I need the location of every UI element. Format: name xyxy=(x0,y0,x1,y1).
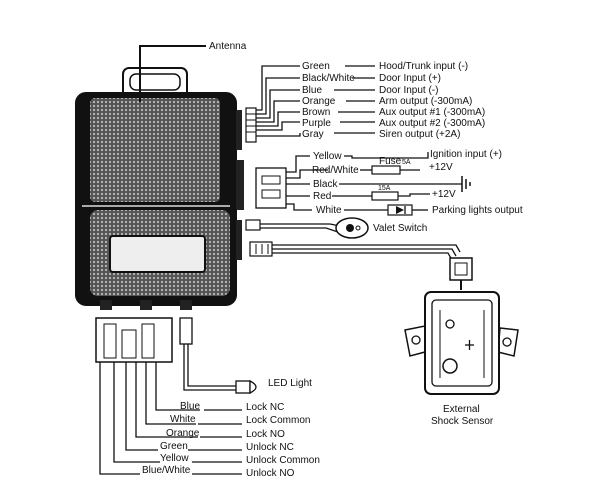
parking-lights-label: Parking lights output xyxy=(432,205,523,216)
lock-harness xyxy=(95,317,242,475)
shock-sensor-label-line1: External xyxy=(443,404,480,415)
fuse-rating-15a: 15A xyxy=(378,185,391,192)
lock-wire-color-blue-white: Blue/White xyxy=(142,465,191,476)
led-light-assembly xyxy=(179,317,257,395)
shock-sensor-harness xyxy=(249,241,473,290)
io-connector xyxy=(245,107,257,143)
antenna-label: Antenna xyxy=(209,41,247,52)
module-label-window xyxy=(109,235,206,273)
shock-sensor-label-line2: Shock Sensor xyxy=(431,416,494,427)
wire-color-white: White xyxy=(316,205,342,216)
valet-switch-label: Valet Switch xyxy=(373,223,427,234)
lock-wire-color-white: White xyxy=(170,414,196,425)
function-lock-common: Lock Common xyxy=(246,415,310,426)
fuse-label: Fuse xyxy=(379,156,402,167)
wire-color-black: Black xyxy=(313,179,338,190)
function-aux-output-2: Aux output #2 (-300mA) xyxy=(379,118,485,129)
function-lock-no: Lock NO xyxy=(246,429,285,440)
function-lock-nc: Lock NC xyxy=(246,402,284,413)
lock-wire-color-green: Green xyxy=(160,441,188,452)
wire-color-black-white: Black/White xyxy=(302,73,355,84)
antenna-wire xyxy=(139,45,206,102)
function-door-input-pos: Door Input (+) xyxy=(379,73,441,84)
fuse-5a xyxy=(371,165,401,175)
wire-color-purple: Purple xyxy=(302,118,331,129)
wire-color-orange: Orange xyxy=(302,96,336,107)
wire-color-green: Green xyxy=(302,61,330,72)
plus-12v-label-b: +12V xyxy=(432,189,456,200)
function-unlock-common: Unlock Common xyxy=(246,455,320,466)
valet-switch-assembly xyxy=(245,217,369,239)
led-light-label: LED Light xyxy=(268,378,312,389)
function-unlock-no: Unlock NO xyxy=(246,468,295,479)
wire-color-gray: Gray xyxy=(302,129,324,140)
lock-wire-color-blue: Blue xyxy=(180,401,200,412)
wire-color-red-white: Red/White xyxy=(312,165,359,176)
wire-color-red: Red xyxy=(313,191,331,202)
power-harness xyxy=(255,152,471,216)
lock-wire-color-yellow: Yellow xyxy=(160,453,189,464)
fuse-rating-5a: 5A xyxy=(402,159,411,166)
power-connector xyxy=(255,167,287,209)
function-siren-output: Siren output (+2A) xyxy=(379,129,460,140)
ignition-input-label: Ignition input (+) xyxy=(430,149,502,160)
fuse-15a xyxy=(371,191,399,201)
function-unlock-nc: Unlock NC xyxy=(246,442,294,453)
input-output-harness xyxy=(245,65,375,143)
wire-color-yellow: Yellow xyxy=(313,151,342,162)
alarm-module xyxy=(75,67,244,310)
wire-color-brown: Brown xyxy=(302,107,330,118)
function-aux-output-1: Aux output #1 (-300mA) xyxy=(379,107,485,118)
function-hood-trunk: Hood/Trunk input (-) xyxy=(379,61,468,72)
wire-color-blue: Blue xyxy=(302,85,322,96)
function-arm-output: Arm output (-300mA) xyxy=(379,96,472,107)
lock-wire-color-orange: Orange xyxy=(166,428,200,439)
led-light-icon xyxy=(235,380,251,394)
module-grille-top xyxy=(90,98,220,202)
plus-12v-label-a: +12V xyxy=(429,162,453,173)
function-door-input-neg: Door Input (-) xyxy=(379,85,438,96)
external-shock-sensor xyxy=(404,291,519,395)
